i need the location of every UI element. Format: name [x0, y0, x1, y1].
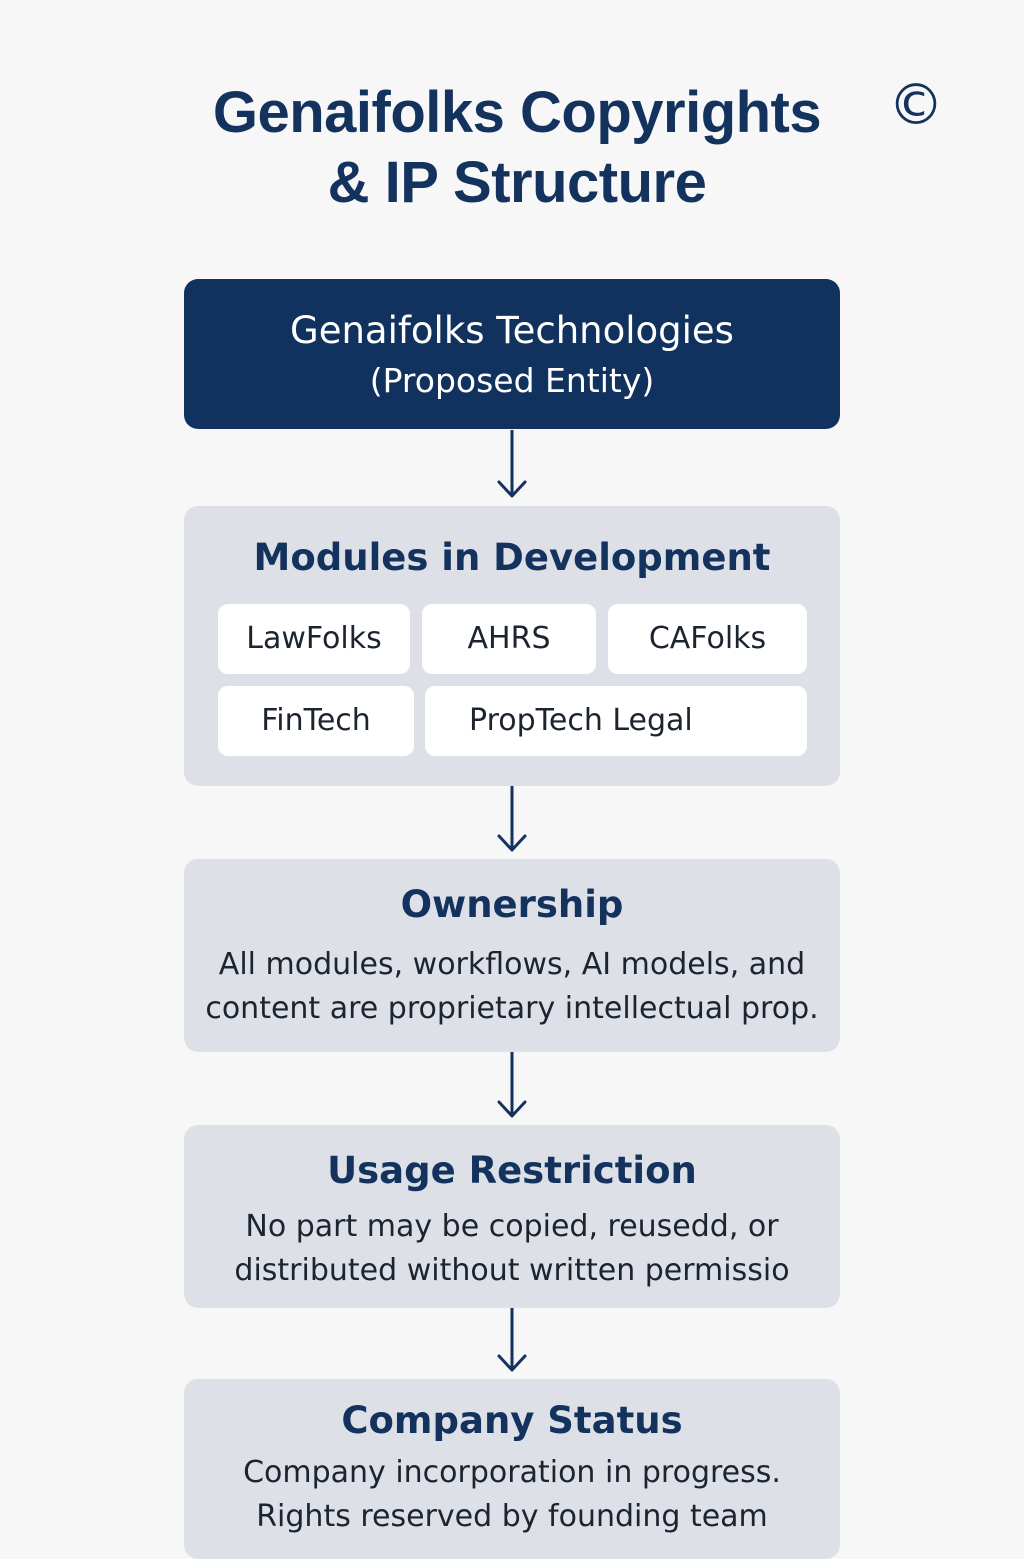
- module-chip-lawfolks: LawFolks: [218, 604, 410, 674]
- usage-restriction-title: Usage Restriction: [327, 1149, 697, 1192]
- modules-panel: Modules in Development LawFolks AHRS CAF…: [184, 506, 840, 786]
- company-status-text-line-1: Company incorporation in progress.: [243, 1455, 781, 1490]
- page-title: Genaifolks Copyrights & IP Structure: [150, 78, 884, 218]
- modules-title: Modules in Development: [253, 536, 771, 579]
- company-status-text-line-2: Rights reserved by founding team: [256, 1499, 768, 1534]
- module-chip-fintech: FinTech: [218, 686, 414, 756]
- ownership-title: Ownership: [400, 883, 624, 926]
- module-chip-cafolks: CAFolks: [608, 604, 807, 674]
- entity-subtitle: (Proposed Entity): [369, 361, 655, 400]
- ownership-text-line-2: content are proprietary intellectual pro…: [205, 991, 819, 1026]
- down-arrow-icon: [497, 1308, 527, 1372]
- ownership-panel: Ownership All modules, workflows, AI mod…: [184, 859, 840, 1052]
- module-chip-proptech-legal: PropTech Legal: [425, 686, 807, 756]
- usage-restriction-text-line-2: distributed without written permissio: [234, 1253, 790, 1288]
- page-title-line-1: Genaifolks Copyrights: [212, 80, 822, 145]
- entity-box: Genaifolks Technologies (Proposed Entity…: [184, 279, 840, 429]
- usage-restriction-text-line-1: No part may be copied, reusedd, or: [245, 1209, 779, 1244]
- down-arrow-icon: [497, 430, 527, 498]
- entity-name: Genaifolks Technologies: [290, 309, 734, 352]
- company-status-title: Company Status: [341, 1399, 683, 1442]
- ownership-text-line-1: All modules, workflows, AI models, and: [218, 947, 806, 982]
- company-status-panel: Company Status Company incorporation in …: [184, 1379, 840, 1559]
- page-title-line-2: & IP Structure: [327, 150, 707, 215]
- down-arrow-icon: [497, 786, 527, 852]
- module-chip-ahrs: AHRS: [422, 604, 596, 674]
- usage-restriction-panel: Usage Restriction No part may be copied,…: [184, 1125, 840, 1308]
- down-arrow-icon: [497, 1052, 527, 1118]
- copyright-icon: ©: [888, 73, 944, 138]
